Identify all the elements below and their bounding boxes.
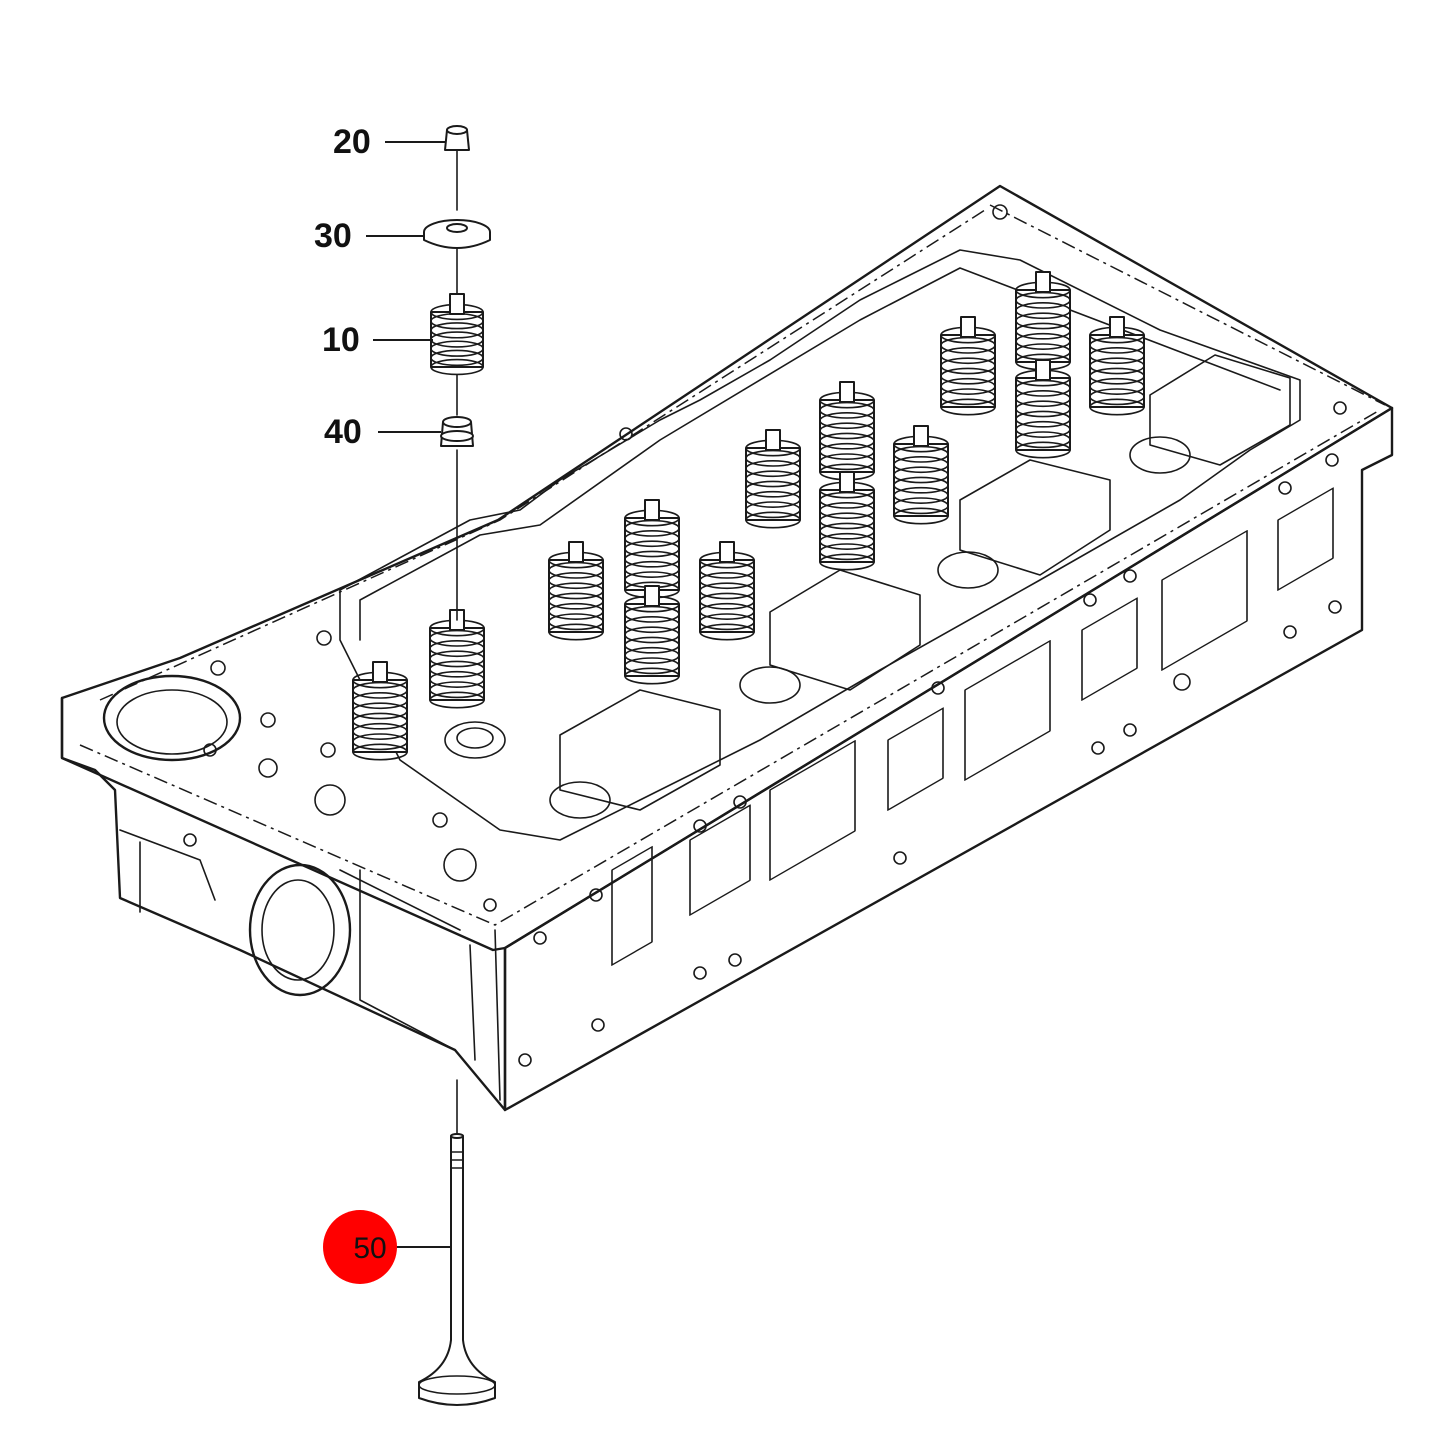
valve-stem-seal-part: [440, 416, 474, 447]
valve-cotter-part: [444, 125, 470, 151]
callout-50-highlight: [323, 1210, 397, 1284]
callout-label-10: 10: [322, 321, 360, 359]
callout-50: 50: [323, 1210, 451, 1284]
installed-spring-4: [624, 499, 680, 599]
installed-spring-14: [1089, 316, 1145, 416]
spring-retainer-part: [423, 219, 491, 249]
installed-spring-3: [548, 541, 604, 641]
valve-spring-coils: [430, 293, 484, 376]
exploded-valve-parts: [418, 125, 496, 1406]
callout-40: 40: [324, 413, 441, 451]
callout-label-30: 30: [314, 217, 352, 255]
installed-spring-10: [893, 425, 949, 525]
callout-20: 20: [333, 123, 445, 161]
callout-label-20: 20: [333, 123, 371, 161]
installed-valve-springs: [352, 271, 1145, 761]
installed-spring-2: [429, 609, 485, 709]
callout-label-50: 50: [353, 1232, 386, 1265]
installed-spring-8: [819, 381, 875, 481]
installed-spring-11: [940, 316, 996, 416]
installed-spring-12: [1015, 271, 1071, 371]
installed-spring-13: [1015, 359, 1071, 459]
callout-10: 10: [322, 321, 433, 359]
cylinder-head: [60, 184, 1394, 1112]
callout-30: 30: [314, 217, 424, 255]
installed-spring-7: [745, 429, 801, 529]
valve-spring-part: [430, 293, 484, 376]
installed-spring-1: [352, 661, 408, 761]
installed-spring-9: [819, 471, 875, 571]
valve-part: [418, 1133, 496, 1406]
installed-spring-6: [699, 541, 755, 641]
installed-spring-5: [624, 585, 680, 685]
callout-label-40: 40: [324, 413, 362, 451]
